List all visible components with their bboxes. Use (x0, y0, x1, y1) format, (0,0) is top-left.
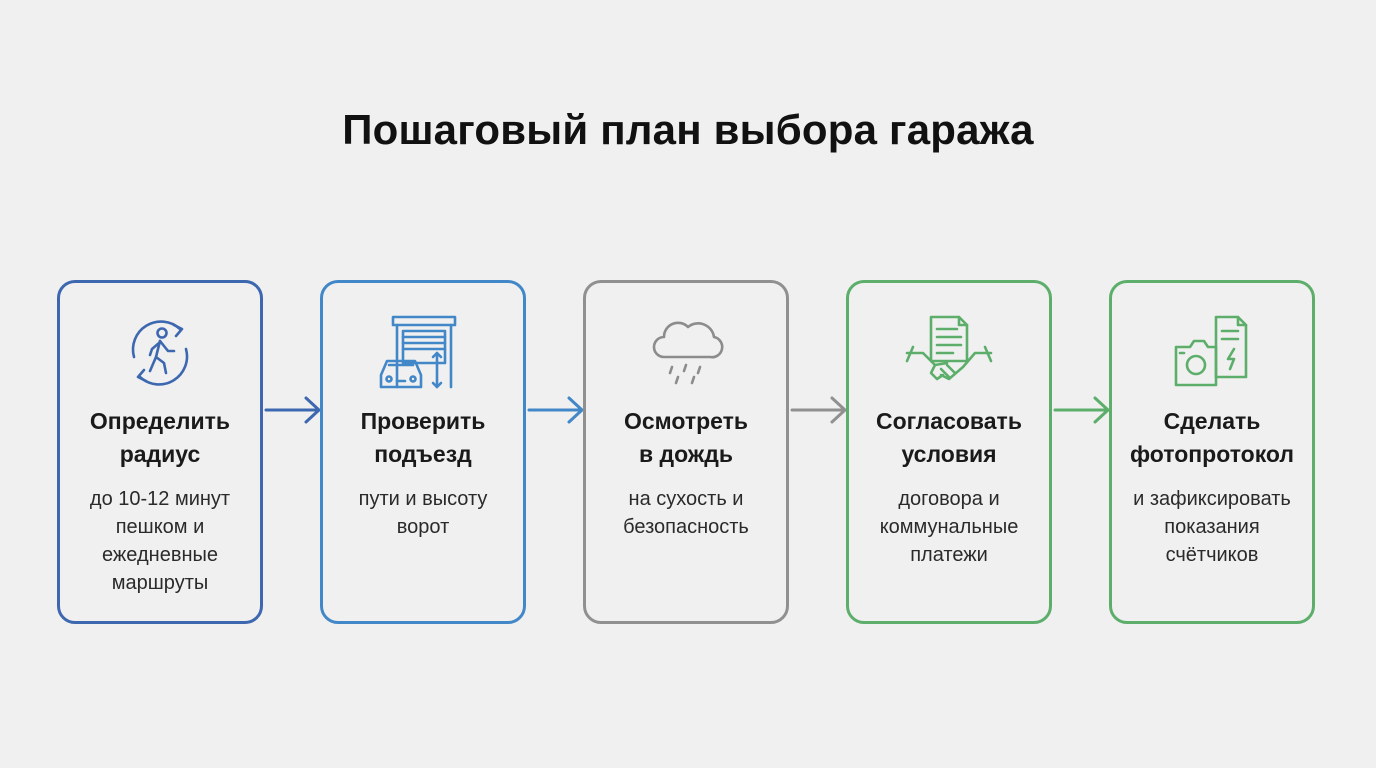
step-description: на сухость и безопасность (623, 488, 749, 538)
step-description: и зафиксировать показания счётчиков (1133, 488, 1291, 566)
walking-person-cycle-icon (112, 313, 208, 393)
arrow-right-icon (264, 392, 324, 428)
step-heading: Сделать фотопротокол (1129, 408, 1295, 467)
step-card-1: Определить радиус до 10-12 минут пешком … (57, 280, 263, 624)
arrow-right-icon (527, 392, 587, 428)
page-title: Пошаговый план выбора гаража (342, 106, 1034, 153)
step-card-3: Осмотреть в дождь на сухость и безопасно… (583, 280, 789, 624)
step-heading: Определить радиус (89, 408, 231, 467)
step-card-4: Согласовать условия договора и коммуналь… (846, 280, 1052, 624)
arrow-right-icon (790, 392, 850, 428)
step-description: договора и коммунальные платежи (879, 488, 1019, 566)
camera-document-icon (1164, 313, 1260, 393)
handshake-document-icon (901, 313, 997, 393)
garage-car-height-icon (375, 313, 471, 393)
step-heading: Проверить подъезд (360, 408, 486, 467)
arrow-right-icon (1053, 392, 1113, 428)
step-card-2: Проверить подъезд пути и высоту ворот (320, 280, 526, 624)
step-heading: Осмотреть в дождь (623, 408, 749, 467)
step-card-5: Сделать фотопротокол и зафиксировать пок… (1109, 280, 1315, 624)
step-description: до 10-12 минут пешком и ежедневные маршр… (89, 488, 231, 594)
step-description: пути и высоту ворот (358, 488, 488, 538)
step-heading: Согласовать условия (876, 408, 1022, 467)
rain-cloud-icon (638, 313, 734, 393)
